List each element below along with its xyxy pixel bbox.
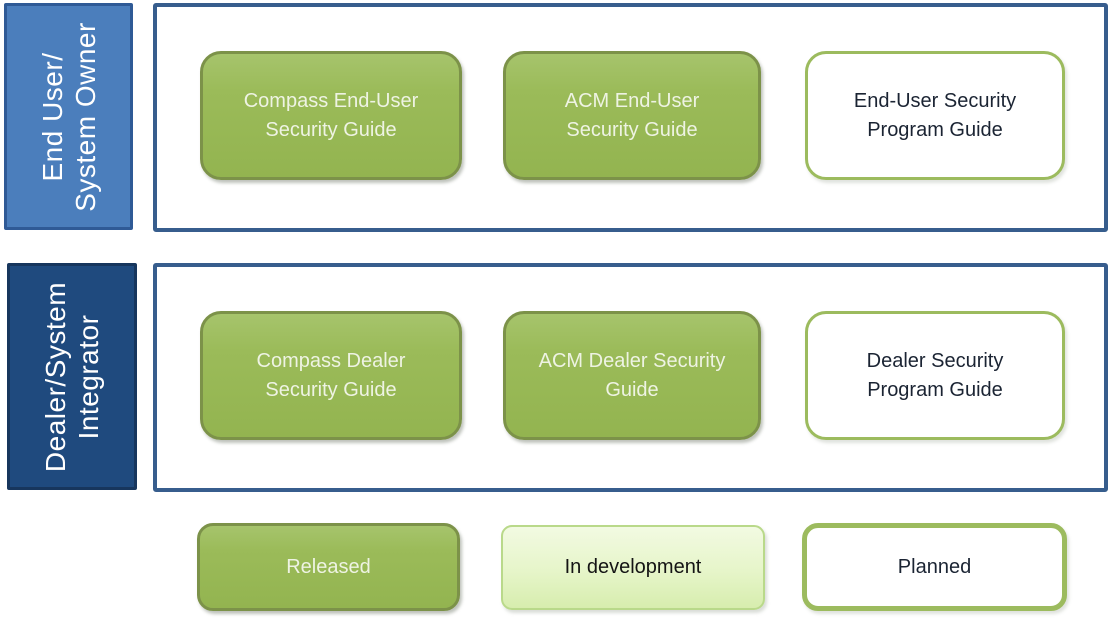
legend-label: In development (564, 556, 702, 578)
row-label-text: End User/ System Owner (36, 22, 102, 212)
row-label-line: System Owner (69, 21, 101, 212)
guide-box-acm-end-user-security: ACM End-User Security Guide (503, 51, 761, 180)
guide-box-line: Program Guide (867, 118, 1003, 141)
legend-label: Planned (897, 555, 972, 578)
guide-box-line: Program Guide (867, 378, 1003, 401)
legend-item-planned: Planned (802, 523, 1067, 611)
guide-box-line: Dealer Security (866, 349, 1004, 372)
guide-box-line: End-User Security (853, 89, 1017, 112)
dealer-guides-container: Compass Dealer Security Guide ACM Dealer… (153, 263, 1108, 492)
end-user-guides-container: Compass End-User Security Guide ACM End-… (153, 3, 1108, 232)
row-label-line: End User/ (36, 52, 68, 182)
row-label-line: Integrator (73, 314, 104, 439)
guide-box-line: Security Guide (265, 118, 397, 141)
guide-box-line: ACM Dealer Security (538, 349, 726, 372)
guide-box-compass-end-user-security: Compass End-User Security Guide (200, 51, 462, 180)
guide-box-line: Compass End-User (243, 89, 419, 112)
row-label-end-user-system-owner: End User/ System Owner (4, 3, 133, 230)
row-label-text: Dealer/System Integrator (39, 281, 105, 471)
guide-box-line: ACM End-User (564, 89, 700, 112)
guide-box-dealer-security-program: Dealer Security Program Guide (805, 311, 1065, 440)
row-label-line: Dealer/System (40, 281, 71, 472)
guide-box-compass-dealer-security: Compass Dealer Security Guide (200, 311, 462, 440)
guide-box-line: Security Guide (566, 118, 698, 141)
guide-box-line: Security Guide (265, 378, 397, 401)
legend-item-in-development: In development (501, 525, 765, 610)
guide-box-end-user-security-program: End-User Security Program Guide (805, 51, 1065, 180)
legend-label: Released (286, 555, 371, 578)
guide-box-acm-dealer-security: ACM Dealer Security Guide (503, 311, 761, 440)
guide-box-line: Compass Dealer (256, 349, 406, 372)
guide-box-line: Guide (605, 378, 659, 401)
row-label-dealer-system-integrator: Dealer/System Integrator (7, 263, 137, 490)
legend-item-released: Released (197, 523, 460, 611)
